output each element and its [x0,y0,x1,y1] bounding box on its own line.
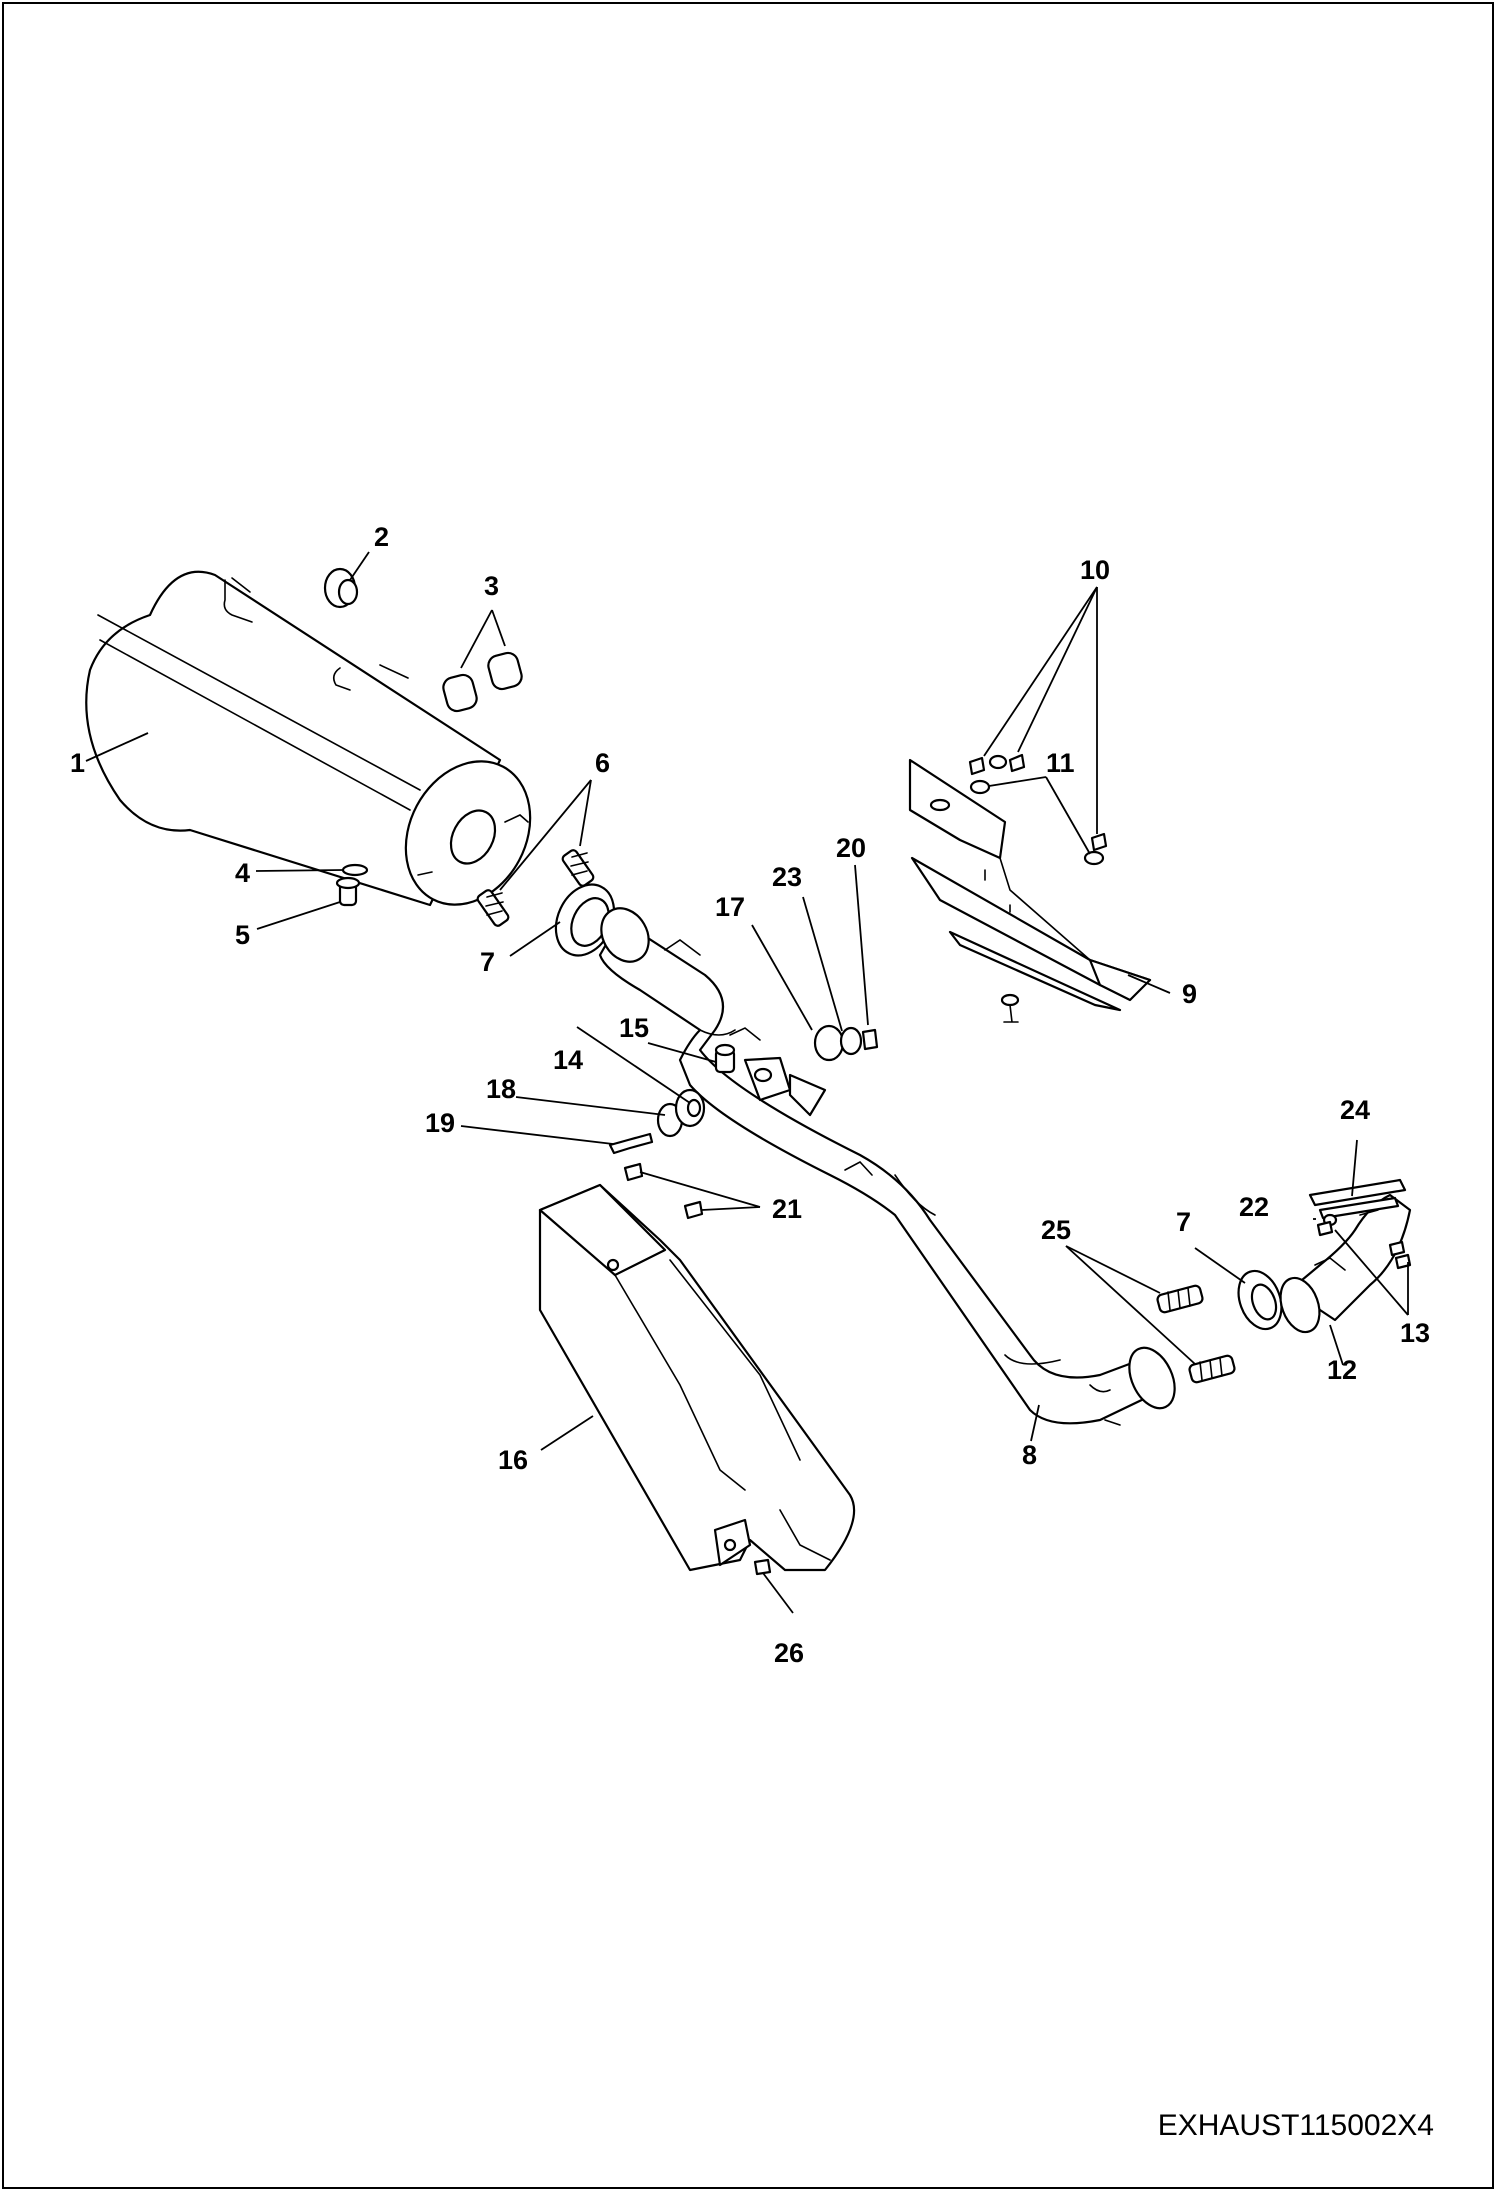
callout-4: 4 [235,858,250,888]
muffler [85,570,532,907]
spacer-and-pin-set [608,1043,736,1155]
elbow-pipe [1279,1193,1412,1334]
callout-18: 18 [486,1074,516,1104]
heat-shield [538,1183,856,1572]
callout-16: 16 [498,1445,528,1475]
bolts-and-washers [968,753,1108,866]
rubber-mounts [442,651,523,713]
callout-15: 15 [619,1013,649,1043]
callout-25: 25 [1041,1215,1071,1245]
gasket-ring-upper [554,883,616,957]
callout-21: 21 [772,1194,802,1224]
callout-9: 9 [1182,979,1197,1009]
callout-numbers: 1 2 3 4 5 6 7 8 9 10 11 12 13 14 15 16 1… [70,522,1430,1668]
callout-13: 13 [1400,1318,1430,1348]
callout-17: 17 [715,892,745,922]
springs-upper [476,849,595,927]
flange-plate-and-clips [1308,1178,1412,1270]
screw-lower-shield [753,1558,772,1576]
callout-3: 3 [484,571,499,601]
callout-19: 19 [425,1108,455,1138]
callout-23: 23 [772,862,802,892]
callout-22: 22 [1239,1192,1269,1222]
callout-5: 5 [235,920,250,950]
callout-11: 11 [1046,748,1075,778]
leader-lines [85,551,1409,1614]
callout-20: 20 [836,833,866,863]
washer-nut-stack [813,1024,879,1062]
callout-14: 14 [553,1045,583,1075]
callout-2: 2 [374,522,389,552]
screws-upper-shield [623,1162,704,1220]
callout-10: 10 [1080,555,1110,585]
gasket-ring-lower [1237,1269,1283,1331]
callout-12: 12 [1327,1355,1357,1385]
callout-26: 26 [774,1638,804,1668]
callout-1: 1 [70,748,85,778]
mounting-bracket [908,758,1152,1023]
callout-7-lower: 7 [1176,1207,1191,1237]
callout-6: 6 [595,748,610,778]
callout-7-upper: 7 [480,947,495,977]
springs-lower [1156,1284,1236,1384]
callout-8: 8 [1022,1440,1037,1470]
grommet [323,567,359,609]
callout-24: 24 [1340,1095,1370,1125]
drawing-code: EXHAUST115002X4 [1157,2109,1434,2142]
